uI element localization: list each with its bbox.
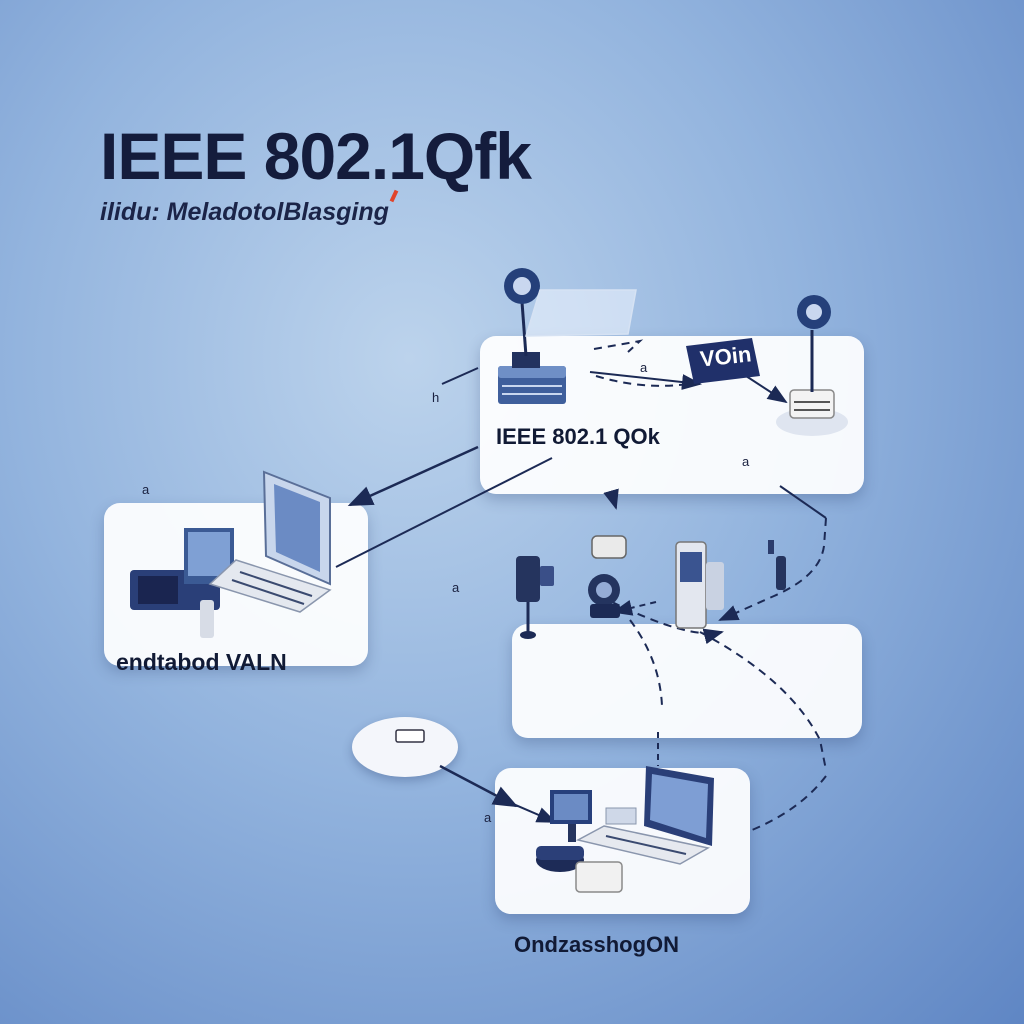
- dashed-mid-down: [629, 619, 663, 707]
- middle-panel: [512, 624, 862, 738]
- card-reader-icon: [200, 600, 214, 638]
- speaker-icon: [516, 556, 554, 639]
- stray-glyph: a: [640, 360, 648, 375]
- link-switch-to-badge: [589, 371, 702, 391]
- stray-glyph: a: [742, 454, 750, 469]
- stray-glyph: h: [432, 390, 440, 405]
- dashed-right-down: [718, 517, 827, 621]
- router-device-icon: [395, 729, 425, 743]
- webcam-icon: [588, 535, 627, 618]
- dashed-mid-a: [612, 600, 657, 616]
- dashed-mid-right: [699, 631, 827, 771]
- server-icon: [776, 389, 848, 436]
- voip-badge-label: VOin: [698, 341, 753, 372]
- terminal-icon: [675, 541, 724, 629]
- usb-stick-icon: [768, 540, 786, 590]
- bottom-panel-caption: OndzasshogON: [514, 932, 680, 957]
- stray-glyph: a: [484, 810, 492, 825]
- monitor-icon: [550, 790, 592, 842]
- diagram-title: IEEE 802.1Qfk: [100, 119, 532, 193]
- link-a-to-bottom: [496, 796, 557, 823]
- link-h-stub: [441, 367, 479, 385]
- top-panel-caption: IEEE 802.1 QOk: [496, 424, 660, 449]
- link-top-to-laptop: [335, 457, 553, 568]
- stray-glyph: a: [452, 580, 460, 595]
- dashed-top-arrow-down: [603, 488, 619, 510]
- stray-glyph: a: [142, 482, 150, 497]
- keypad-icon: [605, 807, 637, 825]
- laptop-icon: [575, 766, 714, 865]
- laptop-icon: [208, 470, 332, 613]
- hub-icon: [536, 846, 584, 872]
- switch-icon: [498, 352, 566, 404]
- dashed-top-loop: [593, 339, 644, 353]
- router-box-icon: [575, 861, 623, 893]
- desk-phone-icon: [130, 528, 234, 610]
- left-panel-caption: endtabod VALN: [116, 649, 287, 675]
- location-pin-icon: [797, 295, 831, 392]
- link-right-vertical: [779, 485, 827, 519]
- glass-pane: [524, 289, 637, 337]
- location-pin-icon: [504, 268, 540, 357]
- voip-tile: [686, 338, 760, 384]
- link-badge-to-server: [745, 375, 788, 404]
- diagram-subtitle: ilidu: MeladotolBlasging: [100, 198, 389, 226]
- dashed-to-bottom-right: [751, 775, 827, 831]
- link-top-to-left: [347, 445, 479, 507]
